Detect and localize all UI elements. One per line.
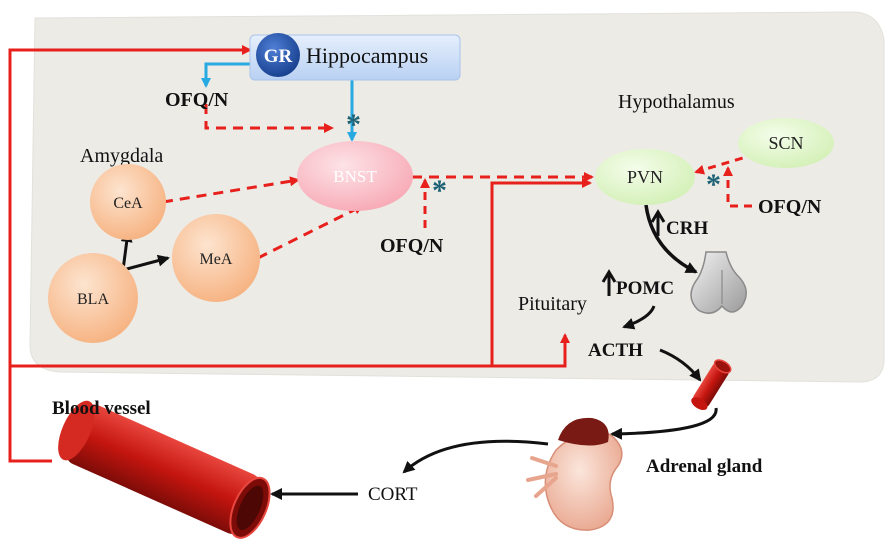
cort-label: CORT bbox=[368, 484, 418, 505]
pomc-up-arrow-icon bbox=[601, 269, 617, 296]
acth-to-vessel-arrow bbox=[659, 348, 702, 382]
amygdala-label: Amygdala bbox=[80, 145, 163, 167]
cort-feedback-to-hippocampus-line bbox=[8, 45, 252, 463]
ofqn-label-hypothalamus: OFQ/N bbox=[758, 196, 822, 218]
hypothalamus-label: Hypothalamus bbox=[618, 91, 735, 113]
cort-feedback-to-pvn-line bbox=[10, 178, 592, 368]
mea-node bbox=[172, 214, 260, 302]
hippocampus-label: Hippocampus bbox=[306, 43, 428, 68]
bla-to-mea-arrow bbox=[122, 254, 170, 272]
adrenal-gland-icon bbox=[526, 417, 623, 531]
blood-vessel-icon bbox=[58, 400, 271, 539]
hippocampus-to-ofqn-blue-arrow bbox=[201, 62, 258, 88]
gr-badge bbox=[256, 33, 300, 77]
mea-label: MeA bbox=[200, 251, 233, 268]
crh-label: CRH bbox=[666, 218, 708, 239]
asterisk-bnst: * bbox=[432, 174, 447, 207]
bla-label: BLA bbox=[77, 291, 109, 308]
small-blood-vessel-icon bbox=[691, 359, 732, 411]
ofqn-to-scn-pvn-dashed-arrow bbox=[723, 166, 752, 208]
asterisk-pvn: * bbox=[706, 168, 721, 201]
pituitary-gland-icon bbox=[690, 251, 747, 314]
asterisk-hippocampus: * bbox=[346, 108, 361, 141]
bnst-node bbox=[297, 141, 413, 211]
adrenal-to-cort-arrow bbox=[402, 439, 549, 474]
pituitary-label: Pituitary bbox=[518, 293, 587, 315]
hippocampus-box bbox=[249, 34, 461, 81]
scn-to-pvn-dashed-arrow bbox=[694, 152, 757, 175]
scn-label: SCN bbox=[768, 133, 803, 153]
blood-vessel-label: Blood vessel bbox=[52, 398, 151, 419]
crh-up-arrow-icon bbox=[650, 209, 666, 236]
acth-label: ACTH bbox=[588, 340, 643, 361]
pomc-label: POMC bbox=[616, 278, 674, 299]
mea-to-bnst-dashed-arrow bbox=[257, 204, 364, 260]
ofqn-label-hippocampus: OFQ/N bbox=[165, 89, 229, 111]
cea-label: CeA bbox=[113, 195, 143, 212]
scn-node bbox=[738, 118, 834, 168]
vessel-to-adrenal-arrow bbox=[610, 407, 718, 440]
pituitary-to-acth-arrow bbox=[622, 305, 656, 330]
pvn-label: PVN bbox=[627, 167, 663, 187]
ofqn-to-hippocampus-bnst-dashed-arrow bbox=[204, 104, 334, 133]
cort-feedback-to-pituitary-line bbox=[492, 333, 570, 368]
gr-label: GR bbox=[264, 46, 293, 67]
pvn-node bbox=[595, 149, 695, 205]
cea-to-bnst-dashed-arrow bbox=[162, 176, 300, 204]
ofqn-label-bnst: OFQ/N bbox=[380, 235, 444, 257]
cea-node bbox=[90, 164, 166, 240]
bnst-label: BNST bbox=[333, 167, 377, 186]
adrenal-gland-label: Adrenal gland bbox=[646, 456, 763, 477]
bla-node bbox=[48, 253, 138, 343]
pvn-to-pituitary-arrow bbox=[644, 204, 698, 274]
